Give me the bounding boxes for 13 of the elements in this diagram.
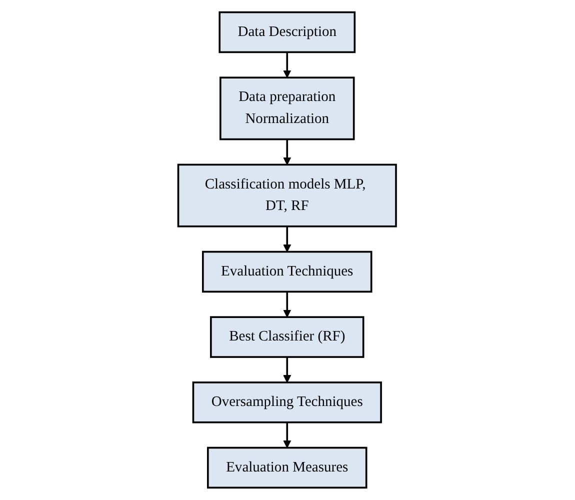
node-box: Data Description <box>219 11 356 54</box>
arrow <box>284 422 292 448</box>
arrow <box>284 292 292 318</box>
node-box: Evaluation Techniques <box>202 250 373 293</box>
node-box: Evaluation Measures <box>207 446 368 489</box>
node-box: Data preparation Normalization <box>220 76 356 140</box>
node-box: Oversampling Techniques <box>192 382 382 424</box>
node-box: Best Classifier (RF) <box>210 316 365 358</box>
arrow <box>284 357 292 383</box>
arrow <box>284 52 292 78</box>
node-box: Classification models MLP, DT, RF <box>178 164 398 228</box>
arrow <box>284 226 292 252</box>
arrow <box>284 139 292 166</box>
